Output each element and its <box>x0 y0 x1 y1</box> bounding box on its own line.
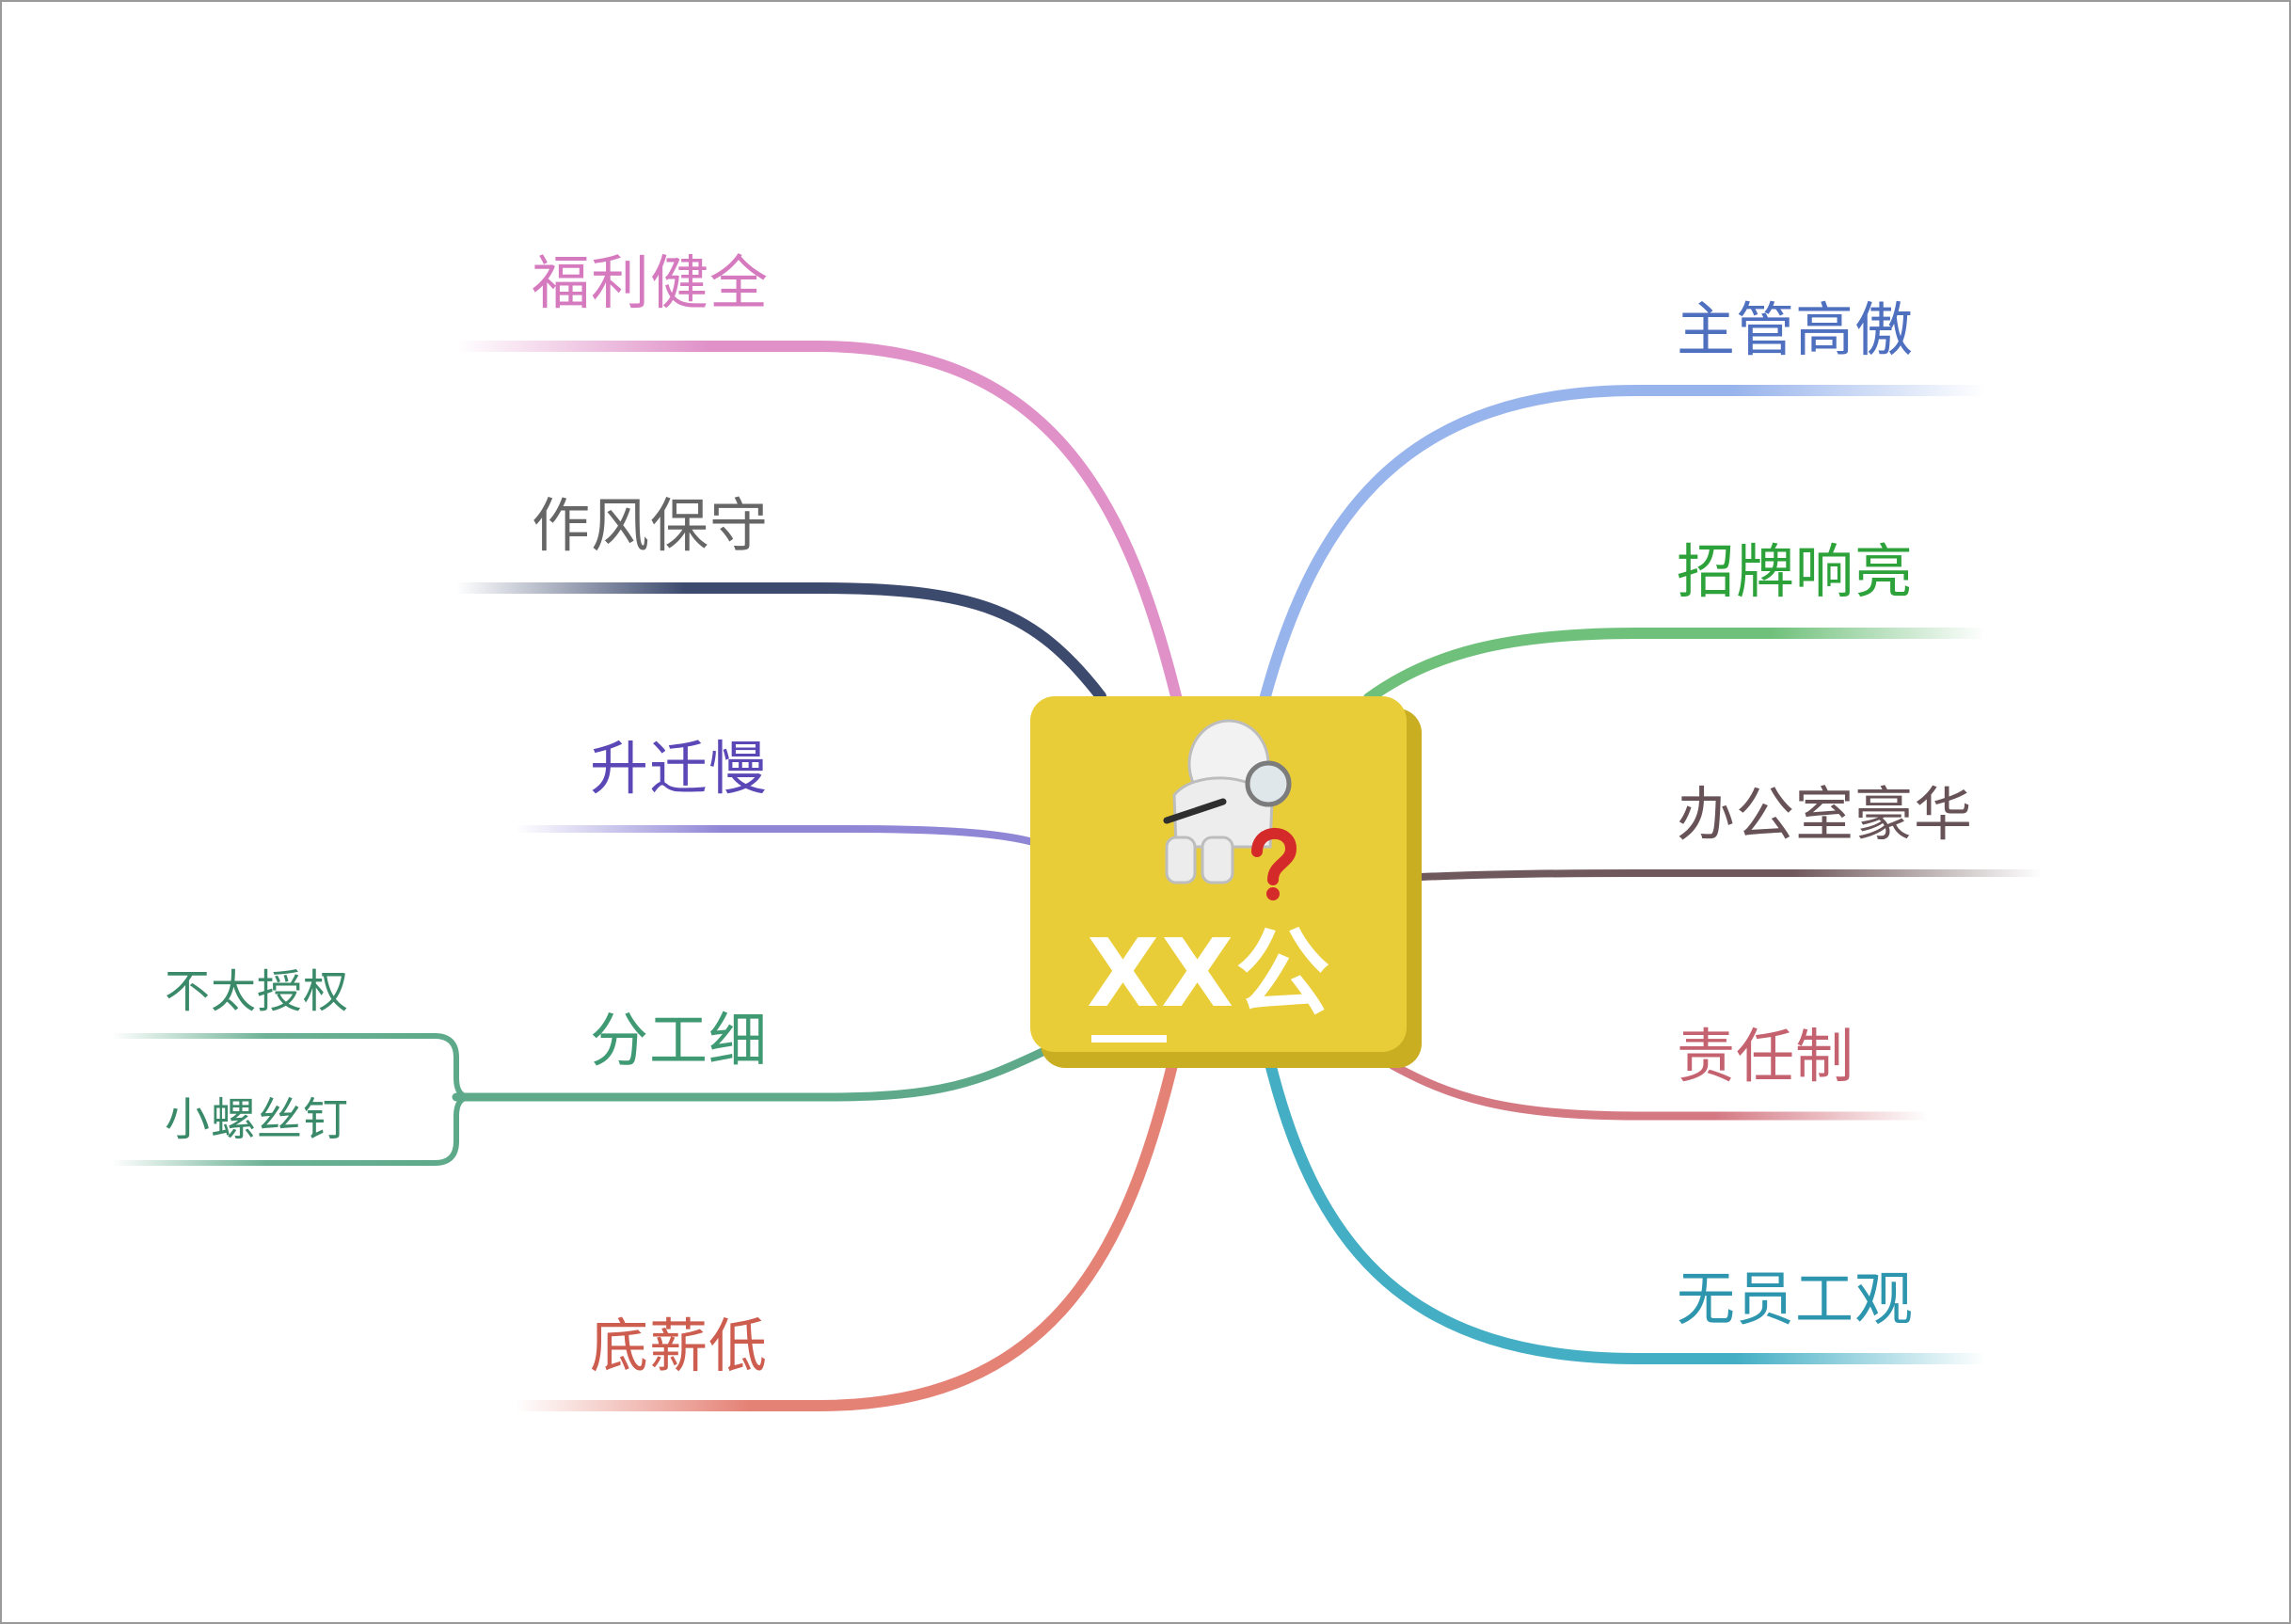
branch-line-dixin <box>510 1043 1182 1411</box>
center-node[interactable] <box>1030 696 1422 1068</box>
subbranch-label-xiaoluosiding[interactable]: 小螺丝钉 <box>165 1093 350 1146</box>
branch-label-fengong[interactable]: 分工细 <box>590 1006 769 1075</box>
branch-line-fuli <box>451 341 1182 702</box>
branch-label-fuli[interactable]: 福利健全 <box>532 248 770 317</box>
branch-line-zhuguan <box>1260 385 1991 702</box>
branch-label-zerenzhi[interactable]: 责任制 <box>1677 1022 1855 1091</box>
branch-line-fengong <box>452 1047 1047 1102</box>
branch-line-bangongshi <box>1417 869 2045 881</box>
branch-label-zuofeng[interactable]: 作风保守 <box>532 491 770 560</box>
branch-label-zhaopai[interactable]: 招牌响亮 <box>1677 537 1915 606</box>
branch-line-wuyuangong <box>1265 1058 1991 1364</box>
center-underline <box>1091 1035 1167 1043</box>
branch-line-fengong-children <box>111 1033 471 1166</box>
branch-line-shengqian <box>512 825 1037 846</box>
branch-label-bangongshi[interactable]: 办公室豪华 <box>1677 780 1974 849</box>
branch-line-zhaopai <box>1363 628 1991 704</box>
question-mark-icon <box>1251 827 1297 900</box>
branch-line-zerenzhi <box>1388 1060 1933 1121</box>
branch-label-shengqian[interactable]: 升迁慢 <box>590 734 769 803</box>
center-title[interactable]: XX公 <box>1087 918 1332 1028</box>
branch-label-wuyuangong[interactable]: 无员工观 <box>1677 1265 1915 1333</box>
branch-label-zhuguan[interactable]: 主管高傲 <box>1677 295 1915 364</box>
thinker-figure-icon <box>1163 719 1292 884</box>
branch-label-dixin[interactable]: 底薪低 <box>590 1312 769 1380</box>
subbranch-label-butaishouquan[interactable]: 不太授权 <box>165 965 350 1018</box>
branch-line-zuofeng <box>451 582 1106 702</box>
